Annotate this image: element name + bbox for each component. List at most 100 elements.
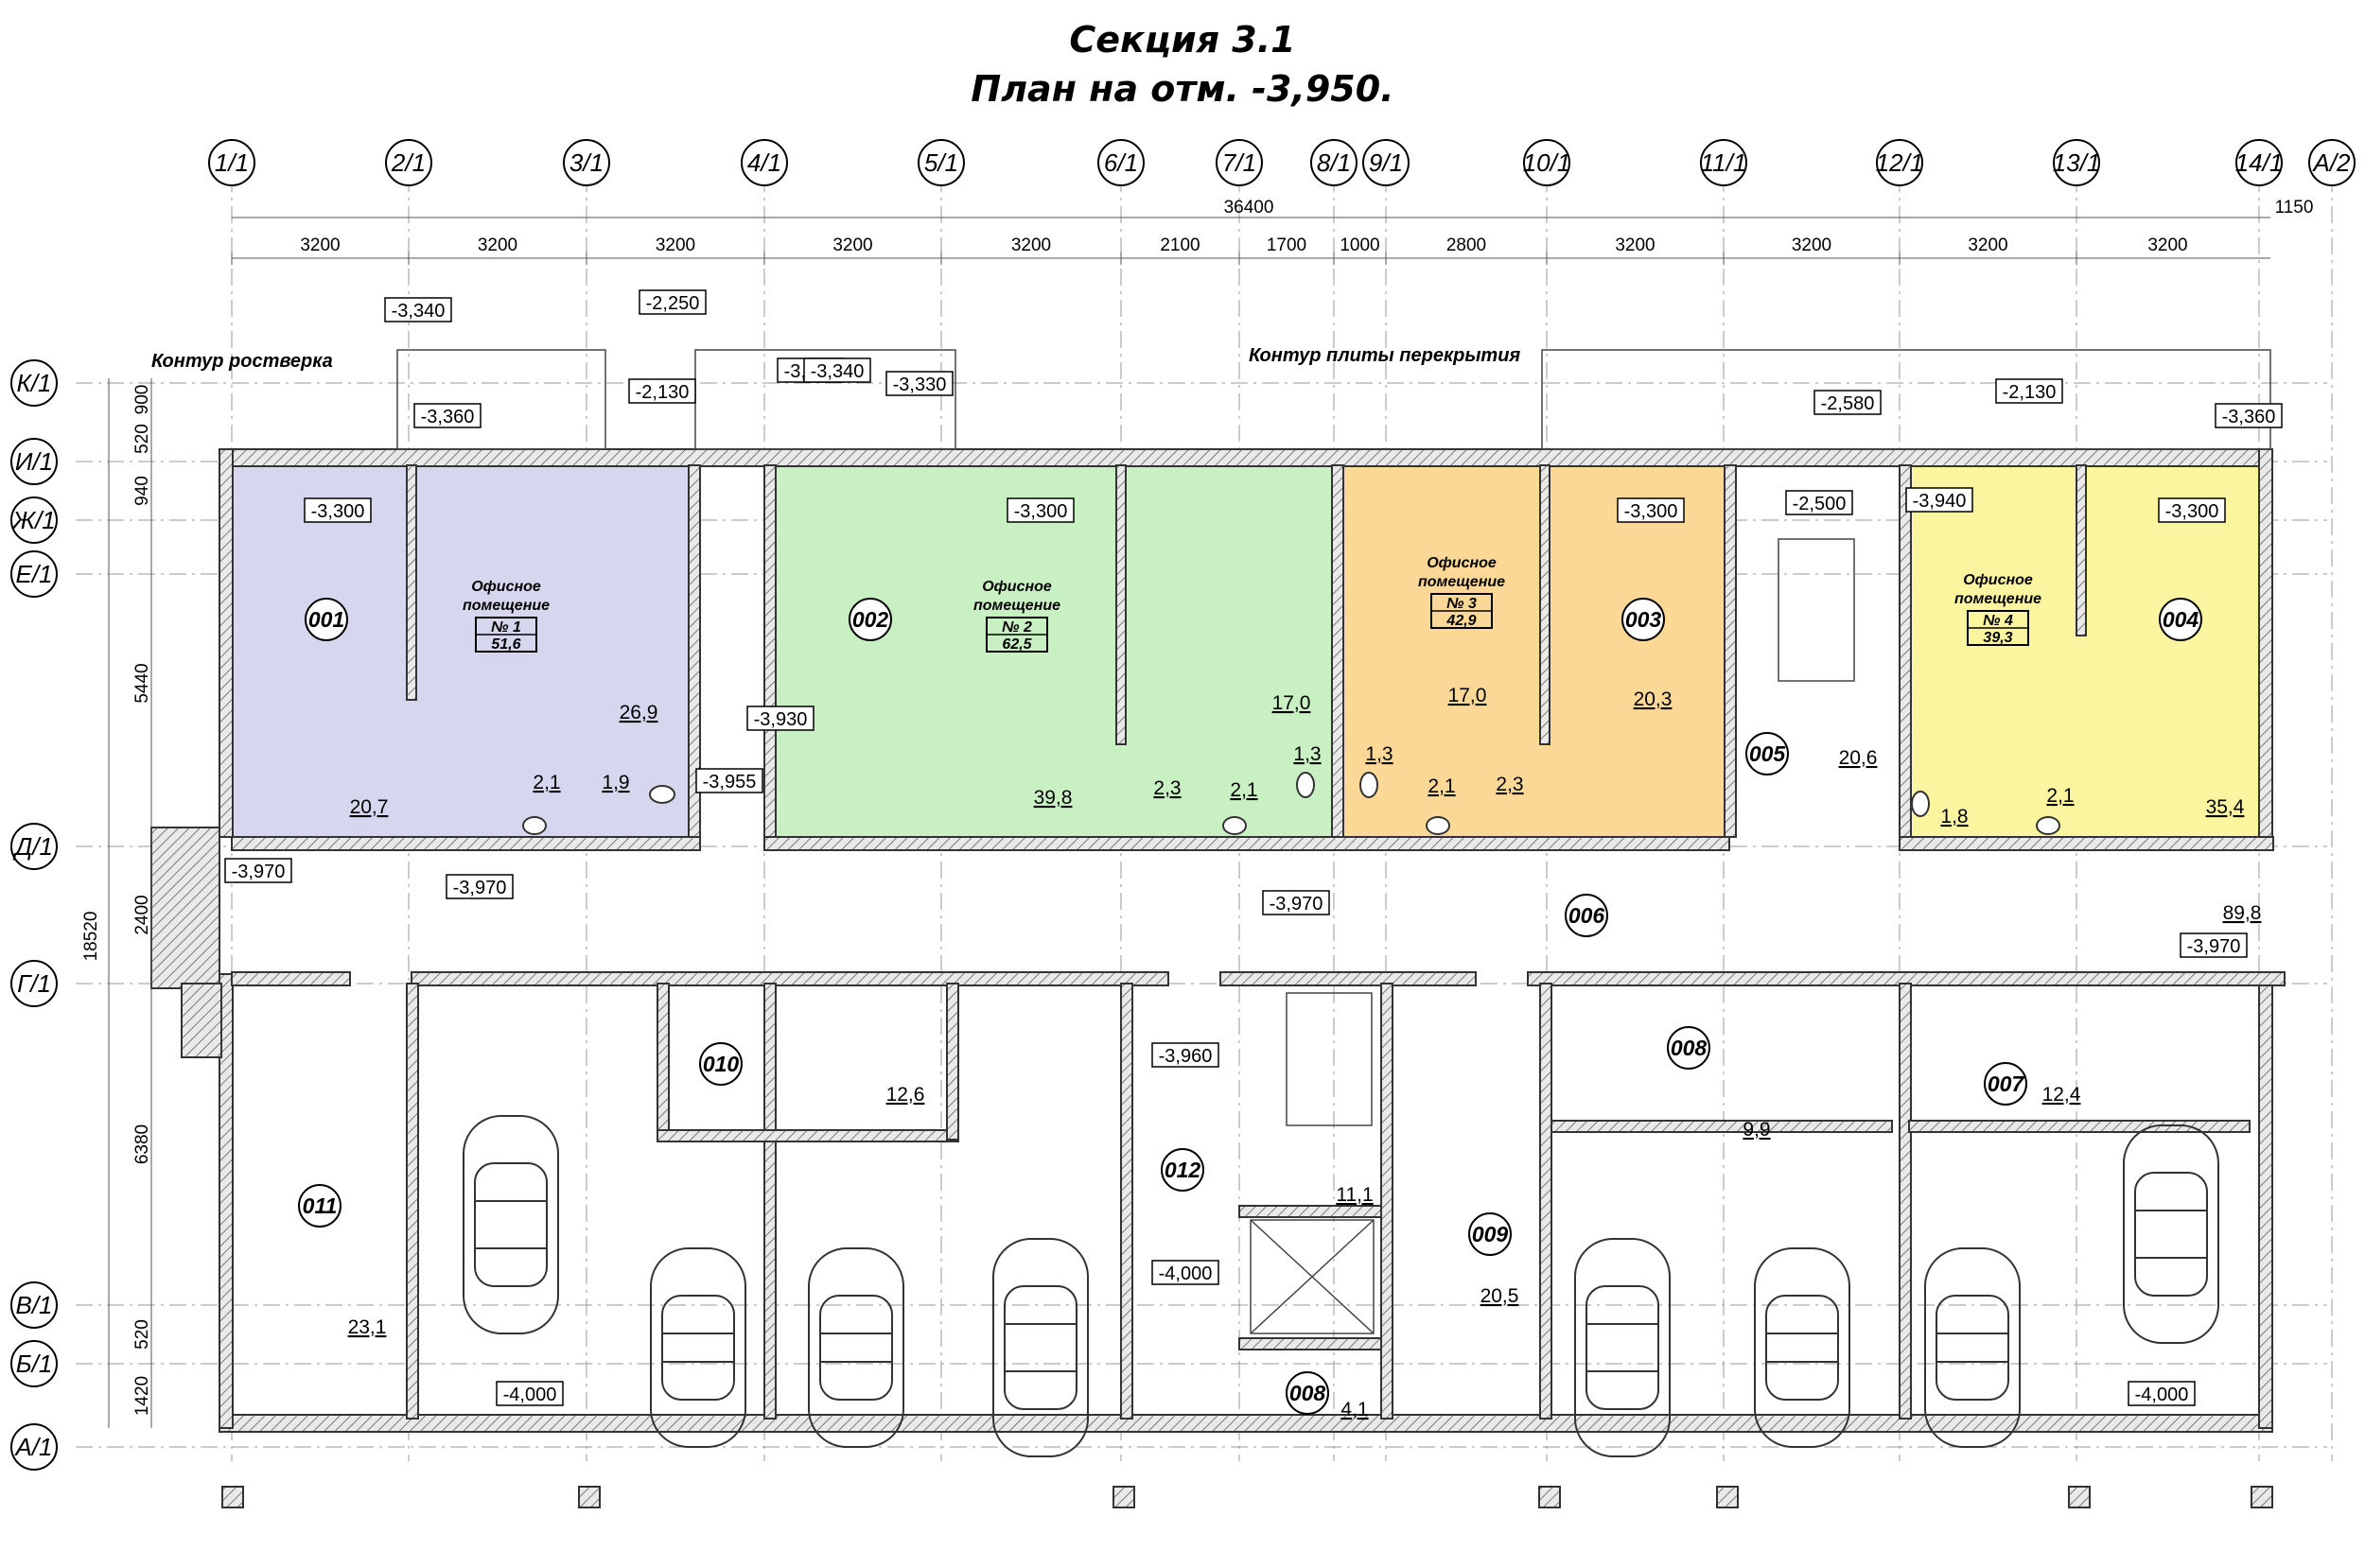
corridor-wall-south-1 (231, 971, 351, 986)
axis-left-И-1: И/1 (10, 438, 58, 485)
toilet-icon-3 (1359, 772, 1378, 798)
annex-left-lower (181, 983, 222, 1058)
area-label: 12,6 (886, 1084, 925, 1106)
level-value: -2,500 (1793, 494, 1847, 514)
area-label: 23,1 (348, 1316, 387, 1338)
room-010-wall-b (657, 1129, 959, 1142)
elevator-shaft (1250, 1219, 1375, 1334)
level-value: -4,000 (1159, 1263, 1213, 1284)
level-value: -4,000 (503, 1385, 557, 1405)
axis-left-Е-1: Е/1 (10, 550, 58, 598)
wall-left-lower (219, 973, 234, 1429)
office-partition-c (1539, 464, 1550, 745)
level-mark: -3,955 (695, 768, 763, 793)
axis-top-label: 7/1 (1222, 148, 1256, 177)
office-number: № 2 (1002, 619, 1032, 636)
axis-left-К-1: К/1 (10, 359, 58, 407)
level-mark: -3,970 (224, 858, 292, 883)
area-label: 9,9 (1743, 1119, 1770, 1141)
room-number-text: 003 (1625, 607, 1662, 632)
stair-north-right (1541, 349, 2271, 450)
level-value: -2,580 (1821, 393, 1875, 414)
axis-left-label: Б/1 (16, 1350, 53, 1378)
room-012-number: 012 (1161, 1148, 1204, 1192)
dim-left-seg: 520 (132, 1319, 152, 1350)
area-label: 20,7 (350, 796, 389, 818)
level-mark: -2,580 (1813, 390, 1882, 415)
parked-car (1924, 1247, 2021, 1448)
axis-top-9-1: 9/1 (1362, 139, 1410, 186)
level-mark: -3,360 (413, 403, 482, 428)
parking-wall-1 (406, 983, 419, 1420)
wall-left-upper (219, 448, 234, 838)
level-value: -3,330 (893, 375, 947, 395)
axis-top-12-1: 12/1 (1876, 139, 1924, 186)
room-008-wall (1550, 1120, 1893, 1133)
room-010-number: 010 (699, 1042, 743, 1086)
dim-overall: 36400 (1224, 198, 1274, 218)
office-type-line-2: помещение (973, 598, 1060, 614)
axis-top-2-1: 2/1 (385, 139, 432, 186)
area-label: 20,3 (1634, 688, 1673, 710)
room-008b-number: 008 (1286, 1371, 1329, 1415)
axis-left-label: Д/1 (12, 832, 53, 861)
parking-wall-4 (1539, 983, 1552, 1420)
room-010-wall-c (946, 983, 959, 1141)
axis-top-label: 13/1 (2053, 148, 2101, 177)
level-mark: -3,970 (446, 874, 514, 899)
dim-left-seg: 2400 (132, 895, 152, 934)
axis-top-label: 1/1 (215, 148, 249, 177)
level-mark: -3,330 (885, 371, 954, 396)
level-value: -3,360 (421, 407, 475, 427)
toilet-icon-4 (1911, 791, 1930, 817)
axis-left-label: К/1 (16, 369, 51, 397)
axis-left-label: А/1 (13, 1433, 52, 1461)
axis-top-label: 12/1 (1876, 148, 1924, 177)
area-label: 2,3 (1153, 777, 1181, 799)
level-value: -3,340 (811, 361, 865, 382)
axis-left-Г-1: Г/1 (10, 960, 58, 1007)
office-area: 51,6 (491, 636, 520, 653)
level-mark: -3,300 (1007, 497, 1075, 523)
level-mark: -3,970 (2180, 932, 2248, 958)
level-mark: -3,360 (2215, 403, 2283, 428)
dim-left-overall: 18520 (81, 912, 101, 962)
parked-car (992, 1238, 1089, 1457)
area-label: 20,6 (1839, 747, 1878, 769)
axis-top-11-1: 11/1 (1700, 139, 1747, 186)
level-value: -2,130 (636, 382, 690, 403)
parked-car (650, 1247, 746, 1448)
level-mark: -4,000 (496, 1381, 564, 1406)
dim-top-seg: 3200 (832, 235, 872, 255)
sink-icon-3 (1426, 816, 1450, 835)
office-partition-a (406, 464, 417, 701)
parked-car (2123, 1124, 2219, 1344)
axis-left-label: Ж/1 (10, 506, 56, 534)
axis-top-3-1: 3/1 (563, 139, 610, 186)
level-mark: -3,340 (384, 297, 452, 322)
area-label: 1,3 (1293, 743, 1321, 765)
dim-top-seg: 1000 (1340, 235, 1379, 255)
office-type-line-1: Офисное (471, 579, 541, 595)
wall-top (219, 448, 2271, 467)
toilet-icon-2 (1296, 772, 1315, 798)
level-value: -3,970 (1270, 894, 1323, 915)
dim-top-seg: 3200 (300, 235, 340, 255)
dim-top-seg: 2100 (1160, 235, 1200, 255)
room-007-wall (1908, 1120, 2251, 1133)
toilets (522, 772, 2060, 835)
area-label: 2,1 (533, 772, 560, 793)
axis-top-label: 11/1 (1701, 148, 1747, 177)
axis-top-label: 6/1 (1104, 148, 1138, 177)
level-value: -2,250 (646, 293, 700, 314)
level-value: -2,130 (2003, 382, 2057, 403)
dim-top-seg: 3200 (1968, 235, 2007, 255)
annex-left (150, 827, 220, 989)
room-008-number: 008 (1667, 1026, 1710, 1070)
level-mark: -4,000 (1151, 1260, 1219, 1285)
level-mark: -2,250 (639, 289, 707, 315)
room-fills (232, 465, 2269, 837)
drawing-title-line-2: План на отм. -3,950. (971, 68, 1394, 110)
